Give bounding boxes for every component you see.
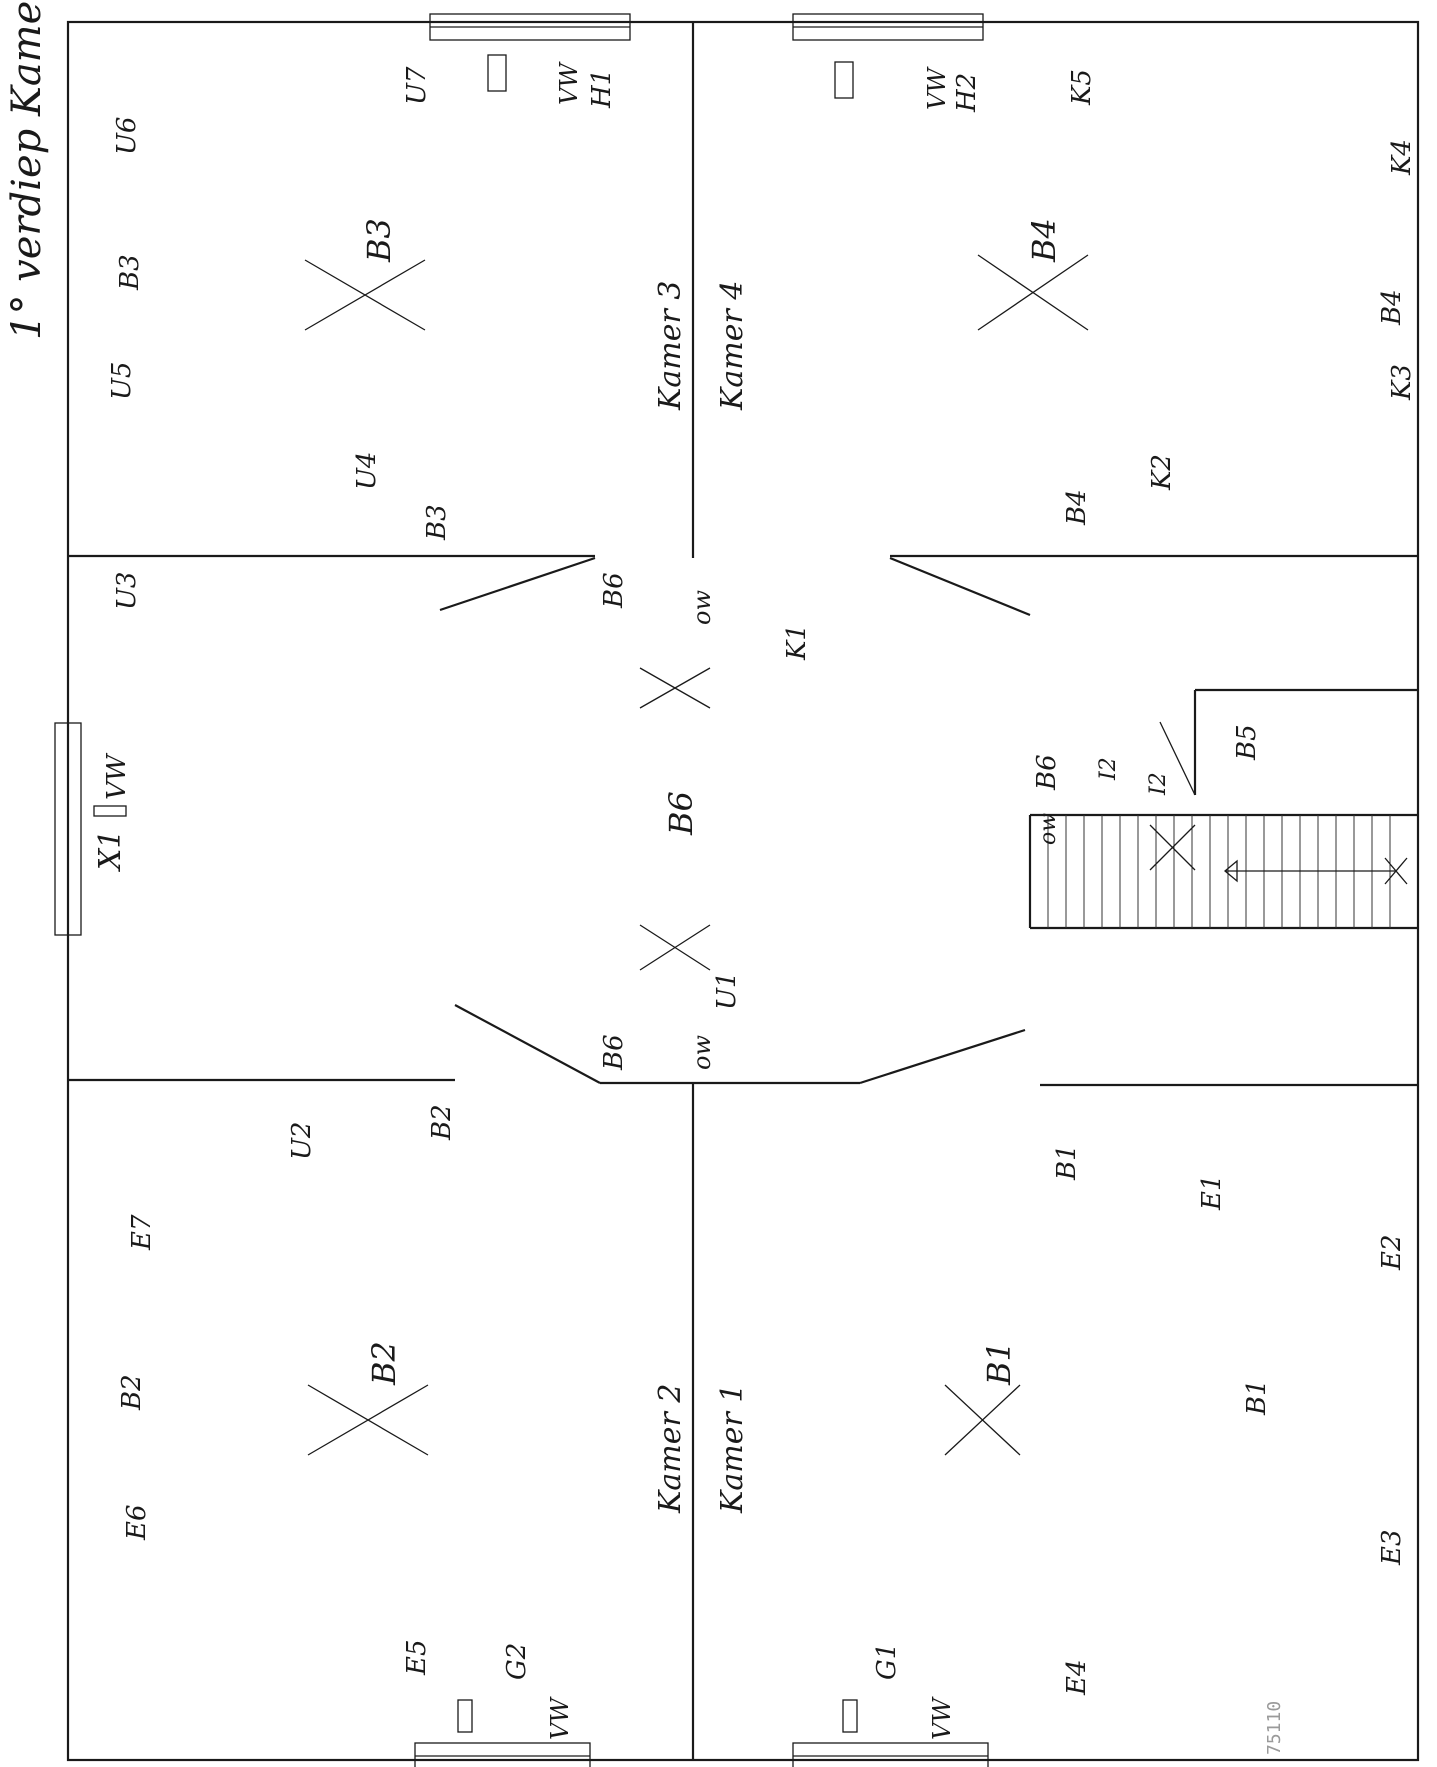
light-cross-B3 — [304, 259, 426, 331]
label-outlet-U1: U1 — [712, 972, 742, 1010]
label-outlet-E2: E2 — [1377, 1234, 1407, 1271]
label-outlet-E7: E7 — [127, 1214, 157, 1251]
label-light-B1: B1 — [980, 1341, 1018, 1386]
label-light-B2: B2 — [365, 1341, 403, 1386]
label-outlet-U2: U2 — [287, 1122, 317, 1160]
label-outlet-E1: E1 — [1197, 1174, 1227, 1211]
label-switch-B2-left: B2 — [117, 1374, 147, 1411]
label-vw-G2: VW — [546, 1696, 574, 1740]
light-cross-B4 — [977, 254, 1089, 331]
window-bottom-right — [792, 1742, 989, 1767]
label-switch-B6-top: B6 — [599, 572, 629, 609]
label-vw-H2: VW — [923, 66, 951, 110]
label-outlet-E5: E5 — [402, 1639, 432, 1676]
label-outlet-U4: U4 — [352, 452, 382, 490]
label-vw-X1: VW — [102, 752, 132, 800]
label-vw-G1: VW — [928, 1696, 956, 1740]
box-H1 — [487, 54, 507, 92]
label-X1: X1 — [93, 830, 128, 872]
staircase — [1047, 815, 1408, 928]
label-outlet-K4: K4 — [1387, 139, 1417, 176]
label-outlet-K5: K5 — [1067, 69, 1097, 106]
interior-walls — [68, 22, 1418, 1760]
label-switch-B5: B5 — [1232, 724, 1262, 761]
label-outlet-U5: U5 — [107, 362, 137, 400]
label-switch-I2-a: I2 — [1096, 757, 1121, 781]
label-switch-B3-door: B3 — [422, 504, 452, 541]
light-cross-B2 — [307, 1384, 429, 1456]
label-outlet-E4: E4 — [1062, 1659, 1092, 1696]
label-light-B3: B3 — [360, 218, 398, 263]
label-outlet-U7: U7 — [402, 66, 432, 105]
windows — [54, 13, 989, 1767]
label-light-B4: B4 — [1025, 218, 1063, 263]
label-outlet-E6: E6 — [122, 1504, 152, 1541]
label-outlet-K1: K1 — [782, 624, 812, 661]
label-ow-top: ow — [688, 590, 716, 625]
room-label-kamer-3: Kamer 3 — [653, 281, 688, 411]
label-outlet-U3: U3 — [112, 572, 142, 610]
label-outlet-U6: U6 — [112, 117, 142, 155]
plan-title: 1° verdiep Kamers — [4, 0, 50, 340]
label-outlet-K2: K2 — [1147, 454, 1177, 491]
label-outlet-K3: K3 — [1387, 364, 1417, 401]
box-G1 — [842, 1699, 858, 1733]
label-switch-B4-right: B4 — [1377, 289, 1407, 326]
label-vw-H1: VW — [555, 61, 583, 105]
box-G2 — [457, 1699, 473, 1733]
ceiling-lights — [304, 254, 1089, 1456]
paper-stamp: 75110 — [1264, 1701, 1285, 1755]
room-label-kamer-1: Kamer 1 — [715, 1384, 750, 1514]
room-label-kamer-2: Kamer 2 — [653, 1384, 688, 1514]
label-switch-B4-door: B4 — [1062, 489, 1092, 526]
label-H2: H2 — [952, 73, 982, 113]
label-G2: G2 — [502, 1643, 532, 1680]
light-cross-hall-top — [639, 667, 711, 709]
label-switch-I2-b: I2 — [1146, 772, 1171, 796]
label-switch-B1-door: B1 — [1052, 1144, 1082, 1181]
window-bottom-left — [414, 1742, 591, 1767]
room-label-hall: B6 — [662, 791, 700, 836]
label-ow-stair: ow — [1036, 813, 1061, 845]
fixture-boxes — [93, 54, 858, 1733]
label-switch-B3-left: B3 — [115, 254, 145, 291]
box-H2 — [834, 61, 854, 99]
light-cross-B1 — [944, 1384, 1021, 1456]
label-switch-B6-bottom: B6 — [599, 1034, 629, 1071]
label-switch-B6-stair: B6 — [1032, 754, 1062, 791]
label-outlet-E3: E3 — [1377, 1529, 1407, 1566]
box-X1 — [93, 805, 127, 817]
label-switch-B2-door: B2 — [427, 1104, 457, 1141]
light-cross-hall-bottom — [639, 924, 711, 971]
room-label-kamer-4: Kamer 4 — [715, 281, 750, 411]
label-G1: G1 — [872, 1643, 902, 1680]
label-ow-bottom: ow — [688, 1035, 716, 1070]
label-H1: H1 — [587, 69, 617, 109]
label-switch-B1-right: B1 — [1242, 1379, 1272, 1416]
